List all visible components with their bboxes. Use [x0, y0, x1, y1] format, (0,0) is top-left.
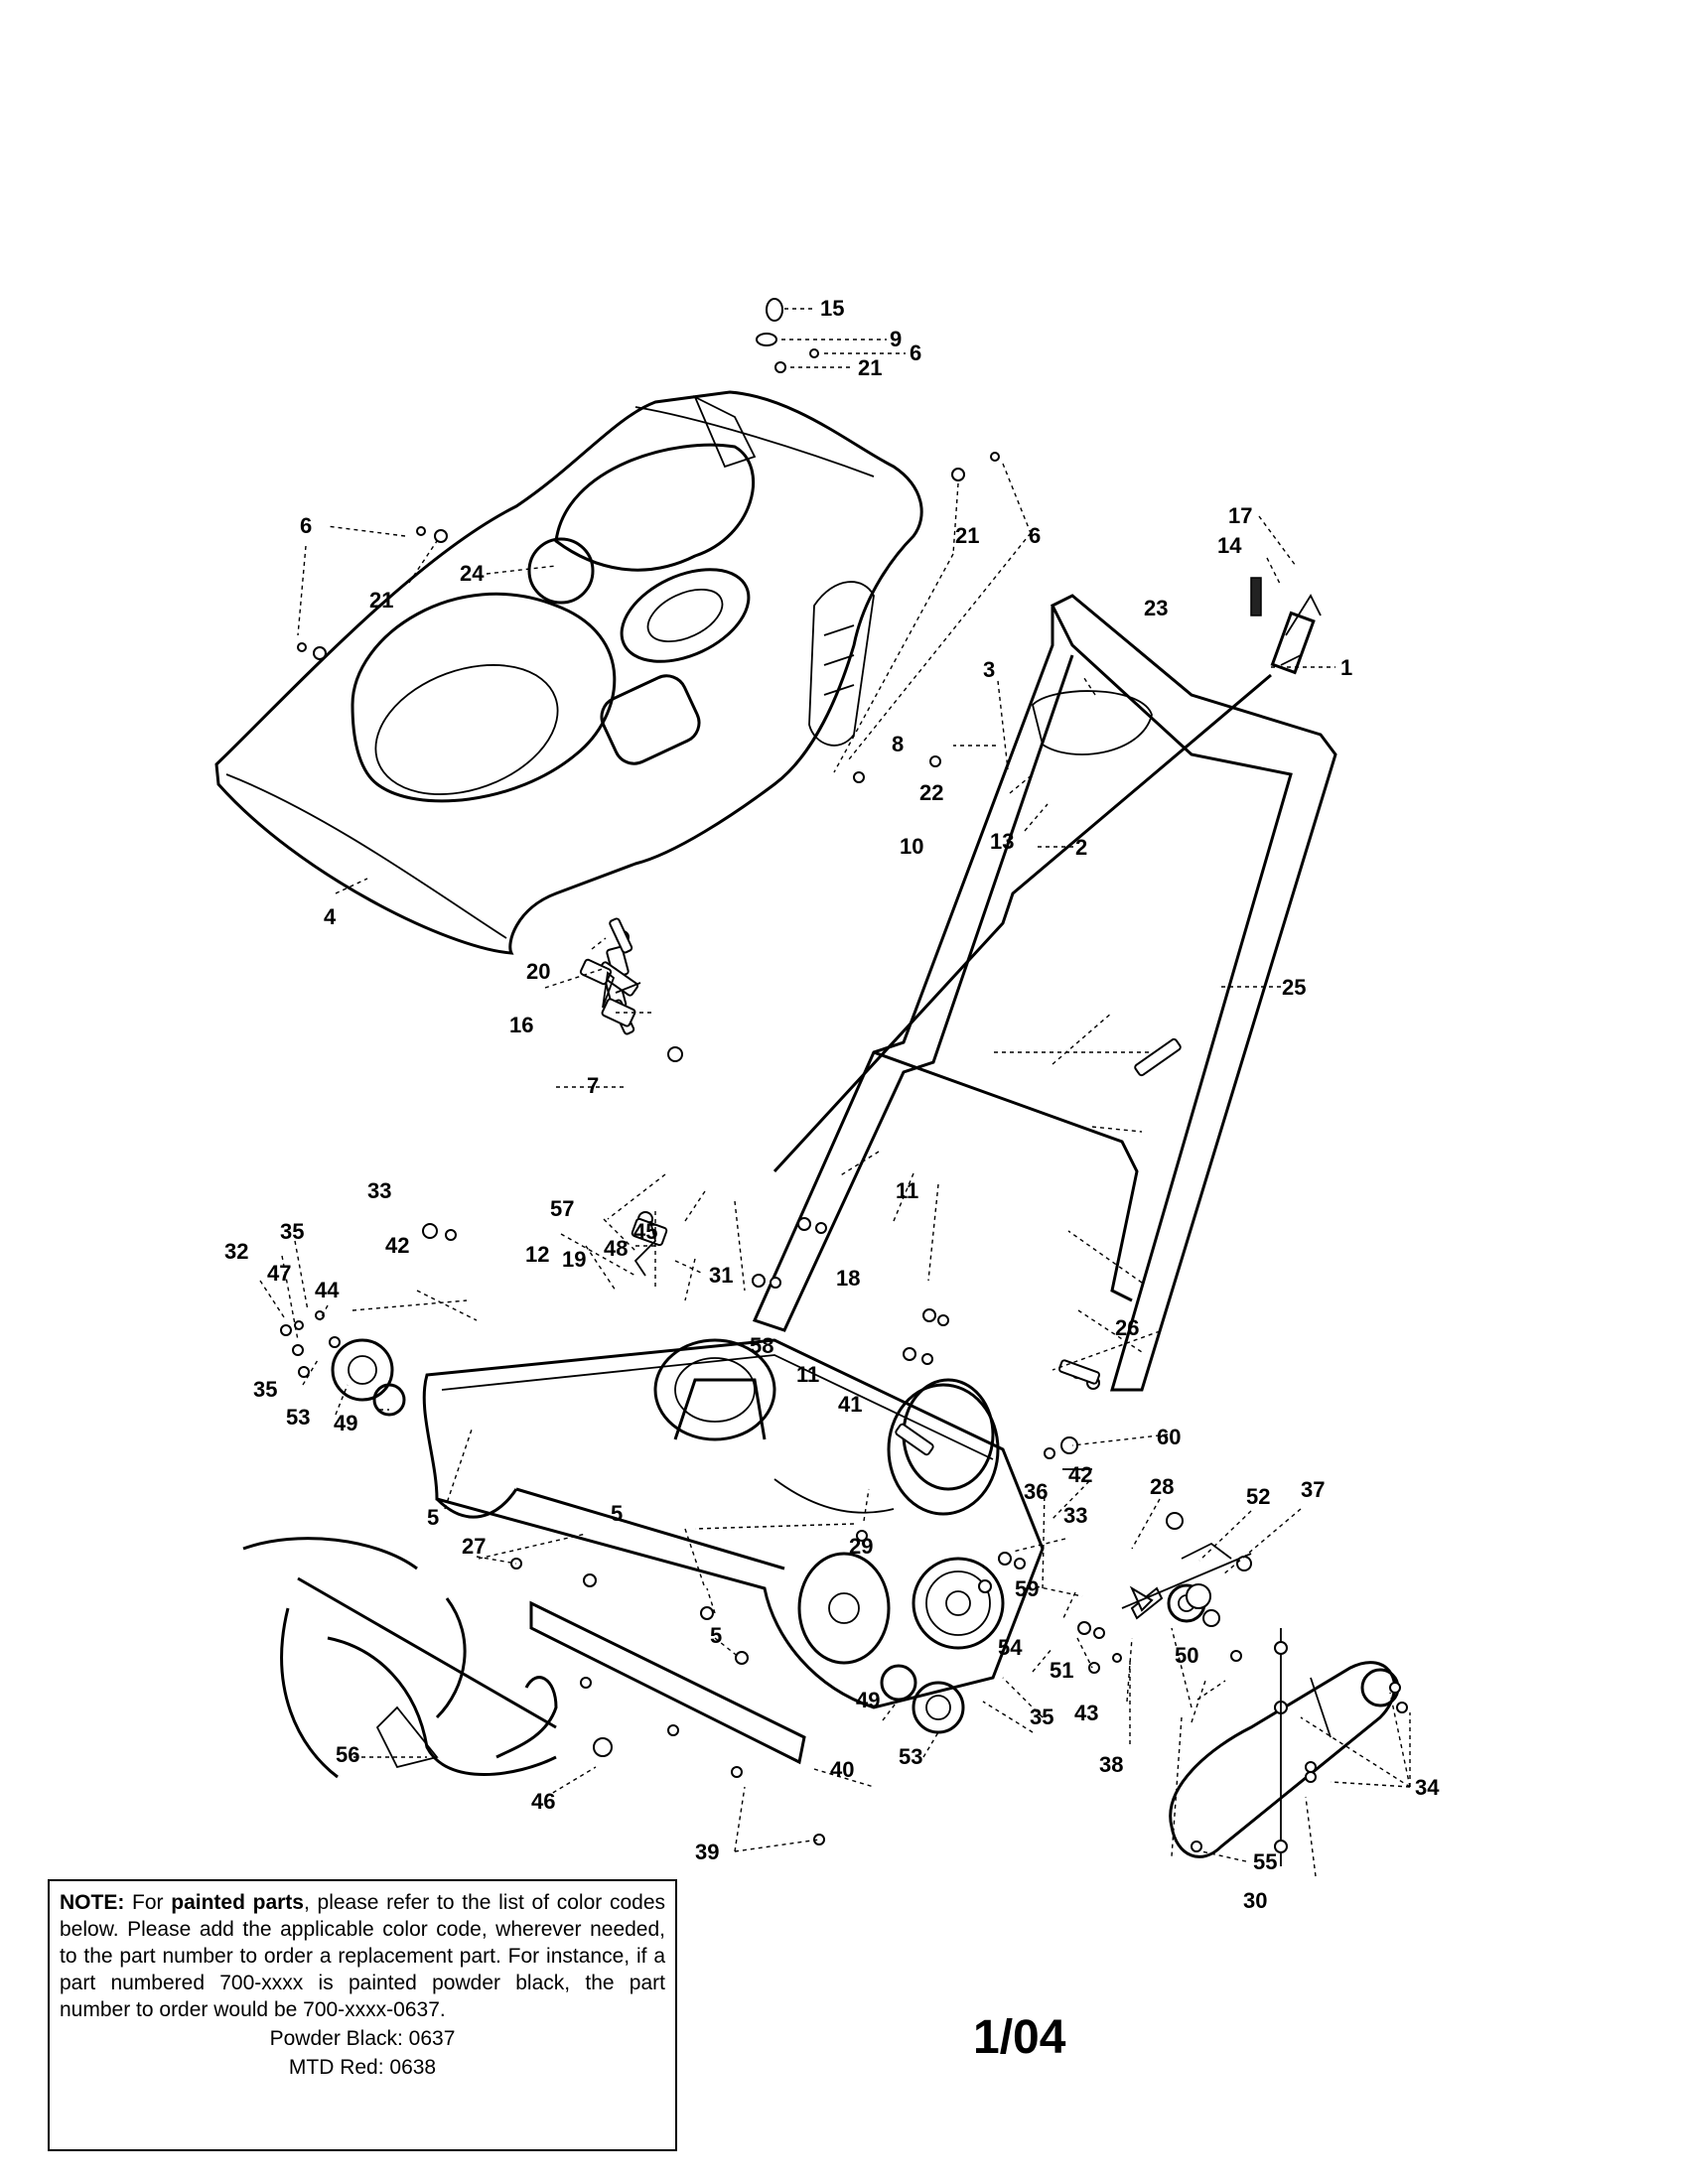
callout-49: 49: [856, 1688, 880, 1712]
callout-46: 46: [531, 1789, 555, 1814]
callout-labels: 15 9 6 21 6 21 6 21 24 17 14 1 23 3 8 22…: [224, 296, 1440, 1913]
scraper-bar: [529, 1600, 806, 1765]
callout-35: 35: [253, 1377, 277, 1402]
callout-5: 5: [427, 1505, 439, 1530]
callout-27: 27: [462, 1534, 486, 1559]
callout-3: 3: [983, 657, 995, 682]
callout-8: 8: [892, 732, 904, 756]
callout-42: 42: [385, 1233, 409, 1258]
callout-29: 29: [849, 1534, 873, 1559]
callout-13: 13: [990, 829, 1014, 854]
callout-33: 33: [1063, 1503, 1087, 1528]
callout-21: 21: [858, 355, 882, 380]
callout-10: 10: [900, 834, 923, 859]
drive-pulley: [902, 1378, 1005, 1650]
callout-28: 28: [1150, 1474, 1174, 1499]
shroud-cover: [214, 390, 923, 955]
callout-50: 50: [1175, 1643, 1198, 1668]
callout-12: 12: [525, 1242, 549, 1267]
callout-37: 37: [1301, 1477, 1325, 1502]
callout-40: 40: [830, 1757, 854, 1782]
callout-52: 52: [1246, 1484, 1270, 1509]
callout-1: 1: [1340, 655, 1352, 680]
callout-38: 38: [1099, 1752, 1123, 1777]
callout-30: 30: [1243, 1888, 1267, 1913]
callout-9: 9: [890, 327, 902, 351]
callout-24: 24: [460, 561, 485, 586]
callout-22: 22: [919, 780, 943, 805]
callout-20: 20: [526, 959, 550, 984]
callout-34: 34: [1415, 1775, 1440, 1800]
callout-54: 54: [998, 1635, 1023, 1660]
callout-49: 49: [334, 1411, 357, 1435]
note-paragraph: NOTE: For painted parts, please refer to…: [60, 1889, 665, 2023]
callout-23: 23: [1144, 596, 1168, 620]
note-label: NOTE:: [60, 1891, 125, 1914]
callout-19: 19: [562, 1247, 586, 1272]
callout-60: 60: [1157, 1425, 1181, 1449]
callout-16: 16: [509, 1013, 533, 1037]
callout-48: 48: [604, 1236, 628, 1261]
callout-32: 32: [224, 1239, 248, 1264]
callout-6: 6: [910, 341, 921, 365]
callout-59: 59: [1015, 1576, 1039, 1601]
callout-35: 35: [280, 1219, 304, 1244]
callout-35: 35: [1030, 1705, 1053, 1729]
callout-18: 18: [836, 1266, 860, 1291]
callout-56: 56: [336, 1742, 359, 1767]
callout-44: 44: [315, 1278, 340, 1302]
handle-assembly: [752, 594, 1337, 1392]
note-bold-phrase: painted parts: [171, 1891, 304, 1914]
callout-4: 4: [324, 904, 337, 929]
callout-41: 41: [838, 1392, 862, 1417]
callout-5: 5: [611, 1501, 623, 1526]
callout-33: 33: [367, 1178, 391, 1203]
callout-57: 57: [550, 1196, 574, 1221]
belt-cover: [1169, 1661, 1400, 1858]
callout-2: 2: [1075, 835, 1087, 860]
note-body: , please refer to the list of color code…: [60, 1891, 665, 2021]
callout-11: 11: [796, 1362, 819, 1387]
callout-55: 55: [1253, 1849, 1277, 1874]
callout-21: 21: [955, 523, 979, 548]
page-number: 1/04: [973, 2011, 1066, 2064]
hardware: [280, 298, 1408, 1866]
callout-43: 43: [1074, 1701, 1098, 1725]
callout-15: 15: [820, 296, 844, 321]
callout-36: 36: [1024, 1479, 1048, 1504]
callout-26: 26: [1115, 1315, 1139, 1340]
callout-5: 5: [710, 1623, 722, 1648]
callout-31: 31: [709, 1263, 733, 1288]
callout-39: 39: [695, 1840, 719, 1864]
callout-47: 47: [267, 1261, 291, 1286]
leader-lines: [259, 308, 1411, 1877]
note-intro: For: [124, 1891, 172, 1914]
callout-53: 53: [899, 1744, 922, 1769]
callout-14: 14: [1217, 533, 1242, 558]
callout-25: 25: [1282, 975, 1306, 1000]
callout-58: 58: [750, 1333, 773, 1358]
callout-45: 45: [633, 1219, 657, 1244]
color-code-note: NOTE: For painted parts, please refer to…: [48, 1879, 677, 2151]
callout-7: 7: [587, 1073, 599, 1098]
callout-51: 51: [1050, 1658, 1073, 1683]
auger-housing: [422, 1338, 1045, 1709]
auger: [242, 1537, 558, 1779]
callout-21: 21: [369, 588, 393, 613]
callout-42: 42: [1068, 1462, 1092, 1487]
color-code-powder-black: Powder Black: 0637: [269, 2027, 456, 2050]
callout-6: 6: [1029, 523, 1041, 548]
callout-6: 6: [300, 513, 312, 538]
callout-53: 53: [286, 1405, 310, 1430]
callout-11: 11: [896, 1178, 918, 1203]
color-code-mtd-red: MTD Red: 0638: [288, 2056, 437, 2079]
callout-17: 17: [1228, 503, 1252, 528]
